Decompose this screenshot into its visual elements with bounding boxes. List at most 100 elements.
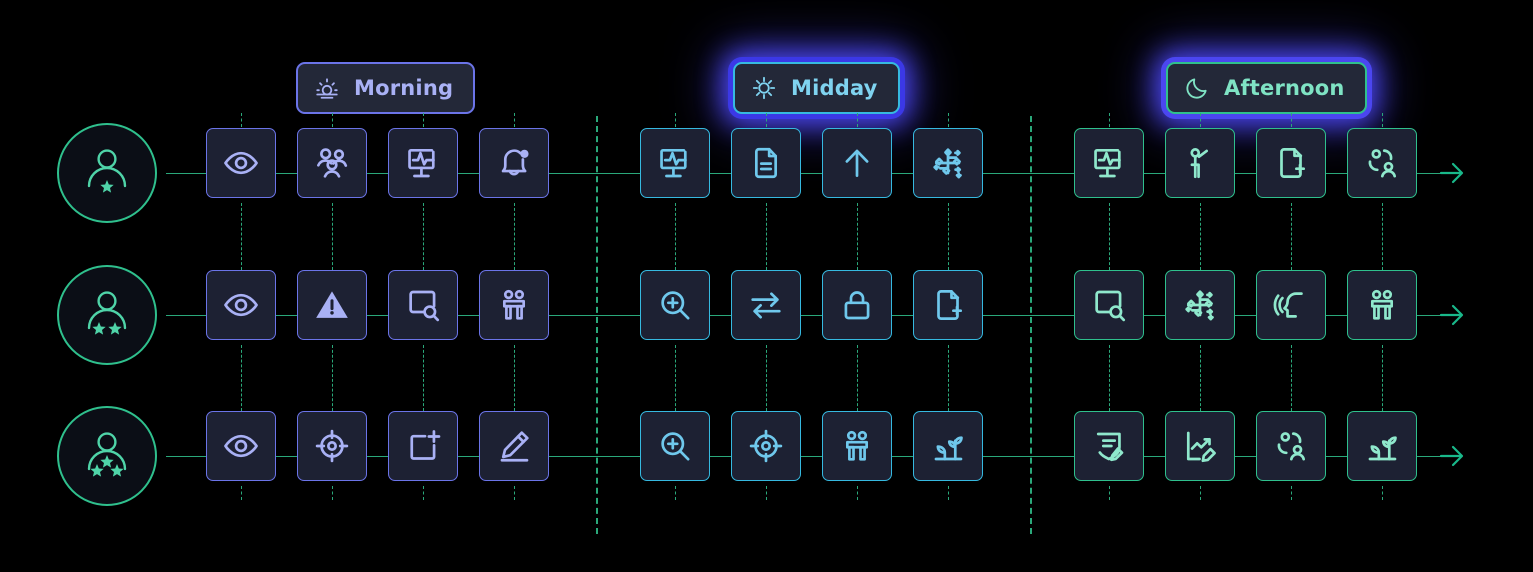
workflow-step-tile[interactable]	[640, 411, 710, 481]
workflow-step-tile[interactable]	[388, 411, 458, 481]
screen-search-icon	[409, 290, 440, 322]
two-people-stand-icon	[502, 289, 526, 320]
workflow-step-tile[interactable]	[206, 270, 276, 340]
zoom-in-icon	[661, 291, 690, 320]
connector-line	[801, 456, 822, 457]
sunrise-icon	[316, 78, 338, 99]
workflow-row-2	[0, 265, 1533, 375]
connector-line	[1417, 173, 1462, 174]
vertical-dependency-link-head	[1382, 113, 1383, 127]
vertical-dependency-link	[675, 203, 676, 270]
connector-line	[983, 456, 1074, 457]
connector-line	[1326, 315, 1347, 316]
workflow-step-tile[interactable]	[822, 128, 892, 198]
workflow-step-tile[interactable]	[913, 128, 983, 198]
workflow-step-tile[interactable]	[1256, 128, 1326, 198]
workflow-step-tile[interactable]	[297, 128, 367, 198]
workflow-step-tile[interactable]	[1165, 411, 1235, 481]
avatar-two-stars[interactable]	[57, 265, 157, 365]
vertical-dependency-link	[1109, 203, 1110, 270]
vertical-dependency-link-tail	[1291, 486, 1292, 500]
seedling-icon	[1368, 436, 1397, 461]
avatar-one-star[interactable]	[57, 123, 157, 223]
vertical-dependency-link	[857, 345, 858, 411]
workflow-step-tile[interactable]	[206, 411, 276, 481]
vertical-dependency-link	[766, 345, 767, 411]
connector-line	[1417, 315, 1462, 316]
monitor-pulse-icon	[408, 148, 435, 178]
workflow-step-tile[interactable]	[731, 411, 801, 481]
workflow-step-tile[interactable]	[1165, 128, 1235, 198]
vertical-dependency-link	[1109, 345, 1110, 411]
connector-line	[549, 456, 640, 457]
avatar-three-stars[interactable]	[57, 406, 157, 506]
connector-line	[801, 173, 822, 174]
workflow-step-tile[interactable]	[913, 411, 983, 481]
connector-line	[458, 173, 479, 174]
vertical-dependency-link-tail	[332, 486, 333, 500]
phase-badge-label: Midday	[791, 76, 878, 100]
vertical-dependency-link-tail	[241, 486, 242, 500]
network-nodes-icon	[933, 148, 962, 179]
workflow-step-tile[interactable]	[822, 270, 892, 340]
phase-badge-afternoon[interactable]: Afternoon	[1166, 62, 1367, 114]
file-plus-icon	[1280, 148, 1306, 178]
workflow-step-tile[interactable]	[1347, 128, 1417, 198]
connector-line	[458, 456, 479, 457]
workflow-step-tile[interactable]	[388, 270, 458, 340]
two-people-stand-icon	[845, 430, 869, 461]
workflow-step-tile[interactable]	[1074, 270, 1144, 340]
phase-badge-label: Afternoon	[1224, 76, 1345, 100]
workflow-step-tile[interactable]	[913, 270, 983, 340]
workflow-step-tile[interactable]	[1347, 270, 1417, 340]
vertical-dependency-link-head	[241, 113, 242, 127]
connector-line	[892, 173, 913, 174]
eye-icon	[224, 293, 258, 317]
workflow-step-tile[interactable]	[297, 411, 367, 481]
connector-line	[166, 173, 206, 174]
workflow-step-tile[interactable]	[640, 128, 710, 198]
workflow-step-tile[interactable]	[479, 128, 549, 198]
workflow-step-tile[interactable]	[206, 128, 276, 198]
workflow-row-3	[0, 406, 1533, 516]
vertical-dependency-link	[332, 345, 333, 411]
sun-icon	[752, 76, 776, 100]
vertical-dependency-link	[423, 345, 424, 411]
flow-continues-arrow	[1439, 445, 1464, 467]
phase-badge-midday[interactable]: Midday	[733, 62, 900, 114]
workflow-step-tile[interactable]	[1256, 270, 1326, 340]
vertical-dependency-link-tail	[857, 486, 858, 500]
vertical-dependency-link	[514, 203, 515, 270]
connector-line	[710, 315, 731, 316]
workflow-step-tile[interactable]	[640, 270, 710, 340]
vertical-dependency-link-tail	[1109, 486, 1110, 500]
workflow-step-tile[interactable]	[822, 411, 892, 481]
phase-badge-morning[interactable]: Morning	[296, 62, 476, 114]
vertical-dependency-link	[1291, 345, 1292, 411]
note-edit-icon	[1096, 432, 1124, 462]
people-group-icon	[317, 148, 348, 178]
vertical-dependency-link-head	[948, 113, 949, 127]
vertical-dependency-link	[1291, 203, 1292, 270]
workflow-step-tile[interactable]	[1074, 128, 1144, 198]
workflow-step-tile[interactable]	[1347, 411, 1417, 481]
document-icon	[754, 147, 778, 179]
connector-line	[276, 173, 297, 174]
flow-continues-arrow	[1439, 162, 1464, 184]
workflow-step-tile[interactable]	[297, 270, 367, 340]
workflow-step-tile[interactable]	[1074, 411, 1144, 481]
workflow-step-tile[interactable]	[388, 128, 458, 198]
two-persons-icon	[1368, 149, 1397, 178]
connector-line	[276, 315, 297, 316]
workflow-step-tile[interactable]	[479, 270, 549, 340]
workflow-step-tile[interactable]	[1256, 411, 1326, 481]
workflow-step-tile[interactable]	[731, 128, 801, 198]
warning-triangle-icon	[316, 291, 348, 318]
vertical-dependency-link	[766, 203, 767, 270]
vertical-dependency-link-tail	[948, 486, 949, 500]
workflow-step-tile[interactable]	[1165, 270, 1235, 340]
workflow-step-tile[interactable]	[479, 411, 549, 481]
transfer-icon	[751, 292, 781, 319]
connector-line	[1144, 173, 1165, 174]
workflow-step-tile[interactable]	[731, 270, 801, 340]
